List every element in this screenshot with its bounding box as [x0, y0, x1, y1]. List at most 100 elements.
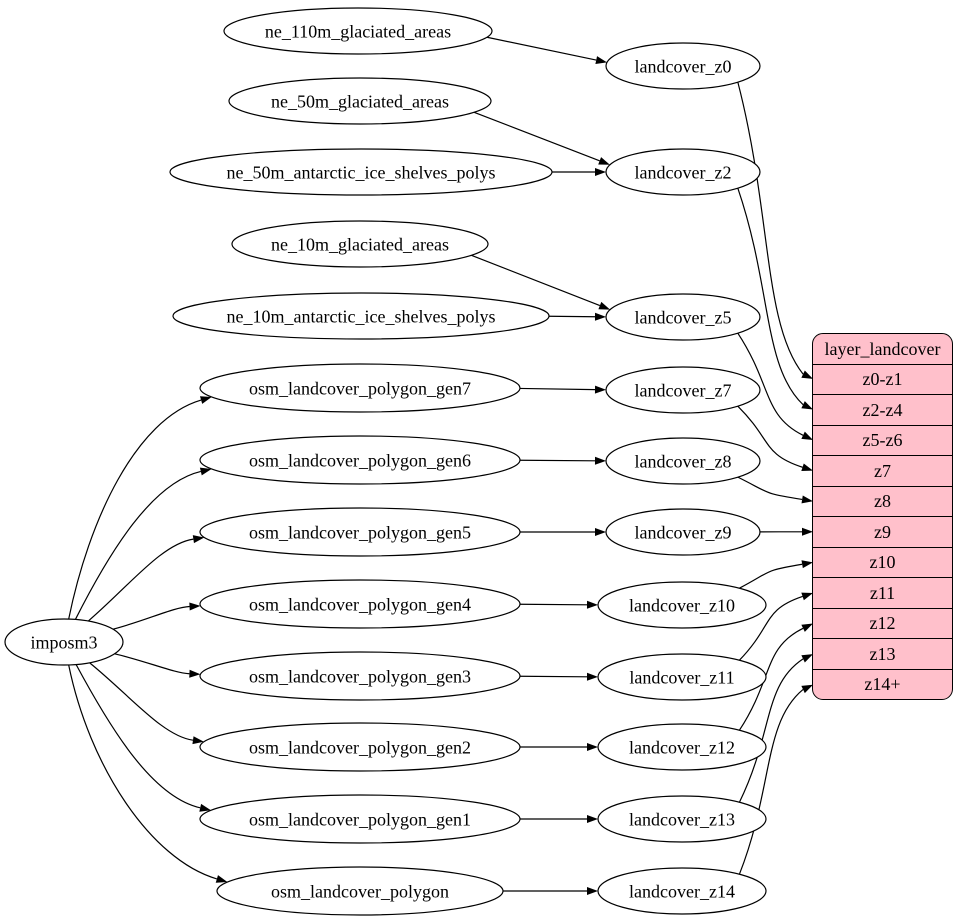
record-row-z5-z6: z5-z6 [813, 424, 952, 456]
edge-imposm3-osm_landcover_polygon_gen7 [68, 399, 202, 620]
node-ellipse-ne_110m_glaciated_areas [223, 7, 493, 55]
node-ellipse-osm_landcover_polygon_gen2 [199, 722, 521, 772]
arrowhead-ne_10m_glaciated_areas-landcover_z5 [598, 301, 611, 310]
edges-layer [68, 36, 813, 895]
arrowhead-osm_landcover_polygon-landcover_z14 [587, 887, 598, 895]
arrowhead-imposm3-osm_landcover_polygon_gen2 [192, 736, 204, 745]
record-row-z7: z7 [813, 455, 952, 486]
edge-imposm3-osm_landcover_polygon [68, 664, 218, 880]
edge-ne_50m_glaciated_areas-landcover_z2 [473, 111, 600, 162]
node-ellipse-osm_landcover_polygon [216, 866, 504, 916]
node-ellipse-landcover_z10 [597, 581, 767, 629]
edge-landcover_z11-layer_landcover-z11 [738, 595, 803, 661]
node-label-ne_110m_glaciated_areas: ne_110m_glaciated_areas [265, 22, 451, 42]
node-ellipse-landcover_z8 [605, 437, 761, 485]
node-label-landcover_z14: landcover_z14 [629, 882, 735, 902]
record-row-z14-: z14+ [813, 668, 952, 700]
node-label-osm_landcover_polygon_gen3: osm_landcover_polygon_gen3 [249, 667, 471, 687]
edge-landcover_z7-layer_landcover-z7 [737, 405, 803, 468]
nodes-layer: imposm3 ne_110m_glaciated_areas ne_50m_gla… [4, 7, 767, 916]
node-label-landcover_z13: landcover_z13 [629, 810, 735, 830]
node-ellipse-landcover_z2 [605, 148, 761, 196]
arrowhead-imposm3-osm_landcover_polygon_gen3 [189, 669, 201, 678]
record-row-z11: z11 [813, 577, 952, 608]
arrowhead-osm_landcover_polygon_gen5-landcover_z9 [595, 528, 606, 536]
node-label-osm_landcover_polygon_gen2: osm_landcover_polygon_gen2 [249, 738, 471, 758]
node-ellipse-ne_50m_antarctic_ice_shelves_polys [169, 148, 553, 196]
edge-landcover_z13-layer_landcover-z13 [738, 658, 804, 803]
edge-ne_10m_glaciated_areas-landcover_z5 [471, 254, 601, 307]
node-ellipse-landcover_z9 [605, 508, 761, 556]
arrowhead-ne_110m_glaciated_areas-landcover_z0 [595, 56, 607, 64]
node-ellipse-landcover_z11 [597, 653, 767, 701]
node-ellipse-landcover_z0 [605, 42, 761, 90]
edge-imposm3-osm_landcover_polygon_gen1 [75, 664, 201, 809]
node-label-landcover_z8: landcover_z8 [635, 452, 732, 472]
arrowhead-landcover_z8-layer_landcover-z8 [801, 495, 813, 504]
node-ellipse-osm_landcover_polygon_gen1 [199, 794, 521, 844]
arrowhead-ne_50m_glaciated_areas-landcover_z2 [598, 157, 610, 165]
node-label-osm_landcover_polygon_gen7: osm_landcover_polygon_gen7 [249, 379, 471, 399]
node-label-imposm3: imposm3 [30, 633, 97, 653]
edge-landcover_z2-layer_landcover-z2-z4 [737, 187, 804, 406]
edge-osm_landcover_polygon_gen4-landcover_z10 [519, 603, 588, 606]
node-label-ne_10m_antarctic_ice_shelves_polys: ne_10m_antarctic_ice_shelves_polys [227, 307, 496, 327]
arrowhead-landcover_z5-layer_landcover-z5-z6 [801, 431, 813, 441]
node-label-landcover_z11: landcover_z11 [629, 668, 734, 688]
edge-osm_landcover_polygon_gen6-landcover_z8 [519, 459, 596, 462]
node-ellipse-landcover_z13 [597, 795, 767, 843]
arrowhead-imposm3-osm_landcover_polygon_gen4 [189, 602, 201, 611]
arrowhead-imposm3-osm_landcover_polygon_gen6 [199, 467, 212, 476]
node-label-landcover_z9: landcover_z9 [635, 523, 732, 543]
node-ellipse-imposm3 [4, 618, 124, 666]
record-row-z9: z9 [813, 516, 952, 547]
record-title: layer_landcover [824, 338, 941, 359]
edge-landcover_z14-layer_landcover-z14+ [738, 689, 804, 875]
arrowhead-landcover_z7-layer_landcover-z7 [801, 463, 813, 472]
arrowhead-osm_landcover_polygon_gen3-landcover_z11 [586, 672, 599, 681]
edge-imposm3-osm_landcover_polygon_gen2 [89, 662, 194, 741]
record-row-z2-z4: z2-z4 [813, 394, 952, 425]
arrowhead-osm_landcover_polygon_gen4-landcover_z10 [586, 600, 599, 609]
arrowhead-landcover_z11-layer_landcover-z11 [801, 592, 813, 601]
node-label-landcover_z10: landcover_z10 [629, 596, 735, 616]
arrowhead-imposm3-osm_landcover_polygon_gen5 [192, 535, 205, 544]
node-ellipse-osm_landcover_polygon_gen5 [199, 507, 521, 557]
arrowhead-ne_50m_antarctic_ice_shelves_polys-landcover_z2 [595, 168, 606, 176]
arrowhead-landcover_z10-layer_landcover-z10 [801, 560, 813, 569]
arrowhead-osm_landcover_polygon_gen6-landcover_z8 [594, 456, 607, 465]
node-ellipse-landcover_z14 [597, 867, 767, 915]
edge-landcover_z10-layer_landcover-z10 [739, 563, 803, 589]
arrowhead-ne_10m_antarctic_ice_shelves_polys-landcover_z5 [594, 312, 607, 321]
node-ellipse-landcover_z12 [597, 723, 767, 771]
edge-imposm3-osm_landcover_polygon_gen4 [112, 605, 190, 630]
edge-landcover_z8-layer_landcover-z8 [737, 476, 803, 501]
node-label-landcover_z2: landcover_z2 [635, 163, 732, 183]
node-label-osm_landcover_polygon_gen5: osm_landcover_polygon_gen5 [249, 523, 471, 543]
node-label-landcover_z7: landcover_z7 [635, 381, 732, 401]
edge-landcover_z0-layer_landcover-z0-z1 [737, 81, 804, 375]
node-label-osm_landcover_polygon: osm_landcover_polygon [271, 882, 449, 902]
record-row-z13: z13 [813, 638, 952, 669]
arrowhead-landcover_z12-layer_landcover-z12 [801, 623, 813, 632]
edge-imposm3-osm_landcover_polygon_gen6 [74, 470, 201, 620]
edge-imposm3-osm_landcover_polygon_gen3 [114, 653, 190, 675]
arrowhead-imposm3-osm_landcover_polygon_gen7 [199, 396, 212, 404]
node-ellipse-osm_landcover_polygon_gen6 [199, 435, 521, 485]
edge-ne_110m_glaciated_areas-landcover_z0 [486, 36, 597, 61]
node-label-osm_landcover_polygon_gen4: osm_landcover_polygon_gen4 [249, 595, 471, 615]
node-ellipse-landcover_z7 [605, 366, 761, 414]
node-label-ne_50m_glaciated_areas: ne_50m_glaciated_areas [271, 92, 449, 112]
node-ellipse-ne_10m_antarctic_ice_shelves_polys [172, 292, 550, 340]
node-label-osm_landcover_polygon_gen6: osm_landcover_polygon_gen6 [249, 451, 471, 471]
arrowhead-imposm3-osm_landcover_polygon_gen1 [199, 803, 211, 812]
node-label-ne_10m_glaciated_areas: ne_10m_glaciated_areas [271, 235, 449, 255]
record-row-z8: z8 [813, 485, 952, 517]
node-ellipse-ne_10m_glaciated_areas [231, 220, 489, 268]
edge-landcover_z12-layer_landcover-z12 [738, 627, 804, 731]
arrowhead-landcover_z13-layer_landcover-z13 [801, 654, 813, 663]
node-label-ne_50m_antarctic_ice_shelves_polys: ne_50m_antarctic_ice_shelves_polys [227, 163, 496, 183]
arrowhead-landcover_z0-layer_landcover-z0-z1 [801, 370, 813, 379]
